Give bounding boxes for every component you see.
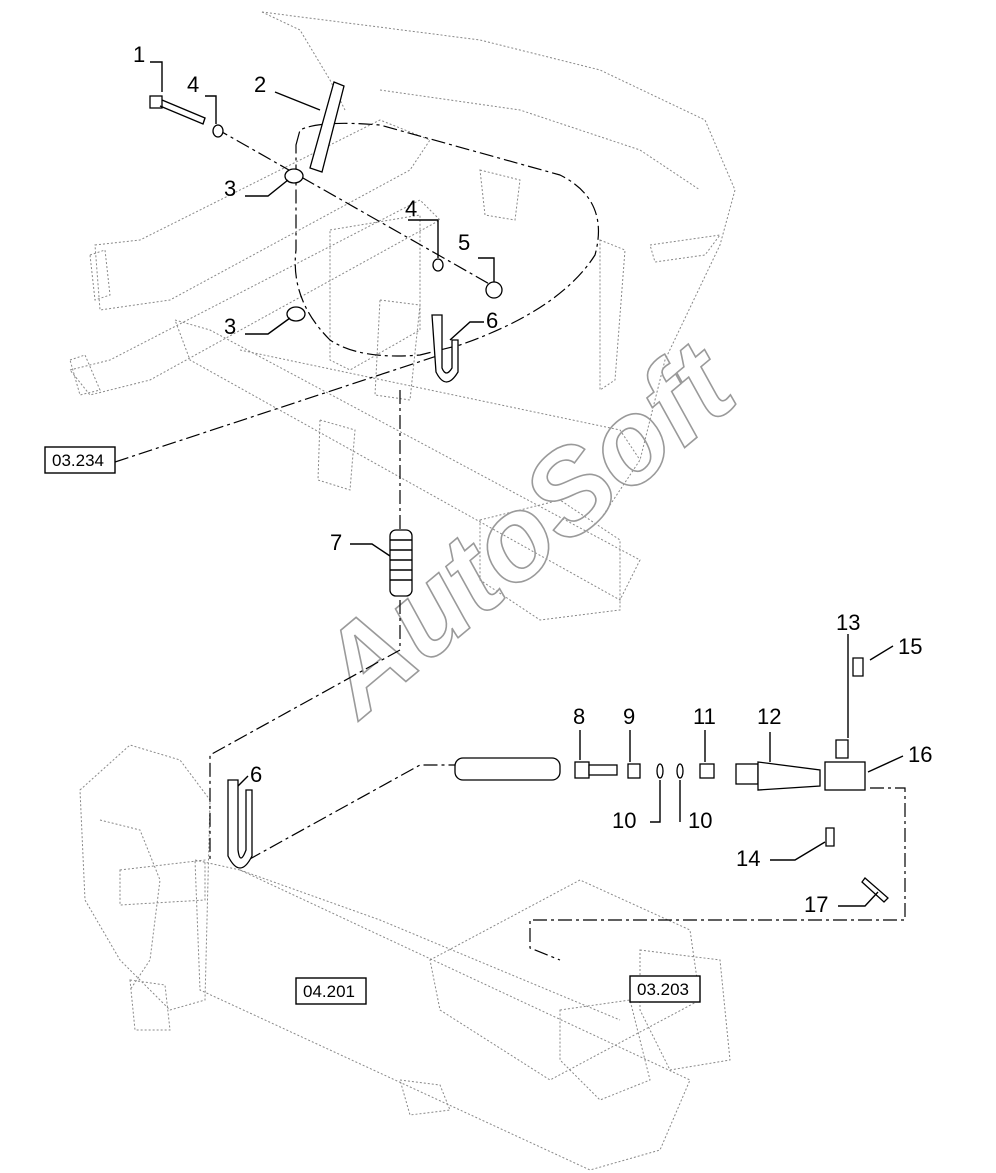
watermark: AutoSoft [290, 316, 762, 742]
label-part-3-lower: 3 [224, 314, 236, 339]
reference-label-03-234: 03.234 [52, 451, 104, 470]
upper-chassis-frame [69, 11, 736, 621]
part-7-spring [389, 529, 413, 597]
part-16-clevis [824, 761, 866, 791]
part-3-clip-lower [286, 306, 306, 322]
reference-box-03-203[interactable]: 03.203 [629, 975, 701, 1003]
label-part-4-lower: 4 [405, 196, 417, 221]
label-part-17: 17 [804, 892, 828, 917]
label-part-13: 13 [836, 610, 860, 635]
label-part-6-upper: 6 [486, 308, 498, 333]
part-13-pin [835, 739, 849, 759]
label-part-10-b: 10 [688, 808, 712, 833]
part-12-boot [735, 761, 821, 791]
part-10-washer-b [676, 763, 684, 779]
reference-box-03-234[interactable]: 03.234 [44, 446, 116, 474]
part-6-u-bolt-lower [227, 779, 253, 869]
label-part-4-upper: 4 [187, 72, 199, 97]
label-part-11: 11 [693, 704, 716, 729]
reference-label-04-201: 04.201 [303, 982, 355, 1001]
reference-label-03-203: 03.203 [637, 980, 689, 999]
part-labels: 1 2 3 3 4 4 5 6 6 7 8 9 10 10 11 12 13 1… [133, 42, 932, 917]
label-part-14: 14 [736, 846, 760, 871]
part-9-nut [627, 763, 641, 779]
part-4-washer-upper [212, 124, 224, 138]
label-part-3-upper: 3 [224, 176, 236, 201]
label-part-2: 2 [254, 72, 266, 97]
part-1-bolt [149, 95, 206, 125]
leader-lines [150, 61, 904, 907]
label-part-6-lower: 6 [250, 762, 262, 787]
part-6-u-bolt-upper [431, 314, 459, 383]
label-part-16: 16 [908, 742, 932, 767]
assembly-lines [114, 122, 906, 961]
part-5-nut [485, 281, 503, 299]
label-part-5: 5 [458, 230, 470, 255]
lower-axle-support [79, 744, 731, 1171]
label-part-10-a: 10 [612, 808, 636, 833]
label-part-1: 1 [133, 42, 145, 67]
part-2-rod [309, 81, 345, 173]
part-3-clip-upper [284, 168, 304, 184]
label-part-8: 8 [573, 704, 585, 729]
part-15-pin [852, 657, 864, 677]
part-8-threaded-end [574, 761, 618, 779]
label-part-9: 9 [623, 704, 635, 729]
label-part-7: 7 [330, 530, 342, 555]
reference-box-04-201[interactable]: 04.201 [295, 977, 367, 1005]
part-4-washer-lower [432, 258, 444, 272]
cable-sheath [454, 757, 561, 781]
label-part-12: 12 [757, 704, 781, 729]
part-11-nut [699, 763, 715, 779]
label-part-15: 15 [898, 634, 922, 659]
part-17-split-pin [861, 877, 889, 903]
part-10-washer-a [656, 763, 664, 779]
part-14-pin [825, 827, 835, 847]
